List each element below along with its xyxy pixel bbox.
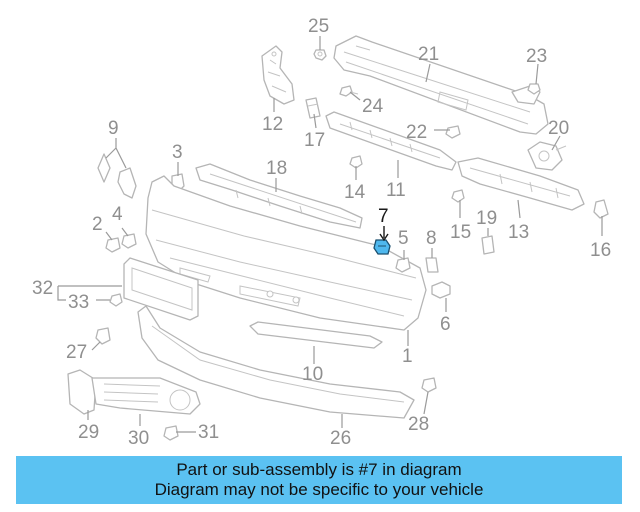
license-bracket-part-32 bbox=[123, 257, 199, 321]
bracket-part-9 bbox=[97, 153, 137, 199]
parts-diagram: 25 21 23 24 12 17 22 20 9 3 18 14 11 15 … bbox=[32, 16, 611, 449]
highlighted-part-7 bbox=[373, 239, 391, 255]
bolt-part-25 bbox=[313, 49, 327, 61]
bolt-part-5 bbox=[395, 257, 411, 273]
clip-part-8 bbox=[425, 257, 439, 273]
callout-1: 1 bbox=[402, 346, 413, 367]
callout-11: 11 bbox=[386, 180, 406, 201]
nut-part-23 bbox=[527, 83, 541, 95]
moulding-part-10 bbox=[249, 321, 383, 349]
leader-lines bbox=[57, 36, 603, 433]
callout-26: 26 bbox=[330, 428, 351, 449]
nut-part-4 bbox=[121, 233, 137, 249]
callout-5: 5 bbox=[398, 228, 409, 249]
callout-labels: 25 21 23 24 12 17 22 20 9 3 18 14 11 15 … bbox=[32, 16, 611, 449]
callout-16: 16 bbox=[590, 240, 611, 261]
impact-bar-part-21 bbox=[333, 35, 549, 135]
callout-8: 8 bbox=[426, 228, 437, 249]
valance-part-26 bbox=[137, 305, 415, 419]
callout-30: 30 bbox=[128, 428, 149, 449]
callout-2: 2 bbox=[92, 214, 103, 235]
screw-part-28 bbox=[421, 377, 437, 393]
info-banner: Part or sub-assembly is #7 in diagram Di… bbox=[16, 456, 622, 504]
absorber-part-11 bbox=[325, 111, 457, 171]
callout-27: 27 bbox=[66, 342, 87, 363]
screw-part-24 bbox=[339, 85, 359, 97]
callout-17: 17 bbox=[304, 130, 325, 151]
banner-line-disclaimer: Diagram may not be specific to your vehi… bbox=[154, 480, 484, 499]
callout-33: 33 bbox=[68, 292, 89, 313]
callout-13: 13 bbox=[508, 222, 529, 243]
clip-part-19 bbox=[481, 235, 495, 255]
callout-12: 12 bbox=[262, 114, 283, 135]
callout-32: 32 bbox=[32, 278, 53, 299]
fastener-part-27 bbox=[95, 327, 111, 345]
screw-part-31 bbox=[163, 425, 179, 441]
banner-line-part-info: Part or sub-assembly is #7 in diagram bbox=[176, 460, 462, 479]
cap-part-6 bbox=[431, 281, 451, 299]
mount-part-20 bbox=[527, 141, 567, 171]
bracket-part-12 bbox=[261, 45, 295, 105]
callout-6: 6 bbox=[440, 314, 451, 335]
callout-31: 31 bbox=[198, 422, 219, 443]
callout-4: 4 bbox=[112, 204, 123, 225]
callout-22: 22 bbox=[406, 122, 427, 143]
end-cap-part-29 bbox=[67, 369, 97, 415]
side-bracket-part-13 bbox=[457, 157, 585, 211]
callout-29: 29 bbox=[78, 422, 99, 443]
callout-7-highlighted: 7 bbox=[378, 206, 389, 227]
callout-14: 14 bbox=[344, 182, 366, 203]
callout-9: 9 bbox=[108, 118, 119, 139]
fastener-part-16 bbox=[593, 199, 609, 219]
callout-15: 15 bbox=[450, 222, 471, 243]
callout-23: 23 bbox=[526, 46, 547, 67]
callout-10: 10 bbox=[302, 364, 323, 385]
callout-18: 18 bbox=[266, 158, 287, 179]
callout-21: 21 bbox=[418, 44, 439, 65]
screw-part-14 bbox=[349, 155, 363, 169]
callout-28: 28 bbox=[408, 414, 429, 435]
callout-25: 25 bbox=[308, 16, 329, 37]
screw-part-2 bbox=[105, 237, 121, 253]
callout-20: 20 bbox=[548, 118, 569, 139]
bolt-part-22 bbox=[445, 125, 461, 139]
callout-24: 24 bbox=[362, 96, 384, 117]
screw-part-15 bbox=[451, 189, 465, 203]
callout-19: 19 bbox=[476, 208, 497, 229]
callout-3: 3 bbox=[172, 142, 183, 163]
bolt-part-33 bbox=[109, 293, 123, 307]
clip-part-17 bbox=[305, 97, 321, 119]
upper-support-part-18 bbox=[195, 163, 363, 229]
grille-part-30 bbox=[91, 377, 201, 415]
